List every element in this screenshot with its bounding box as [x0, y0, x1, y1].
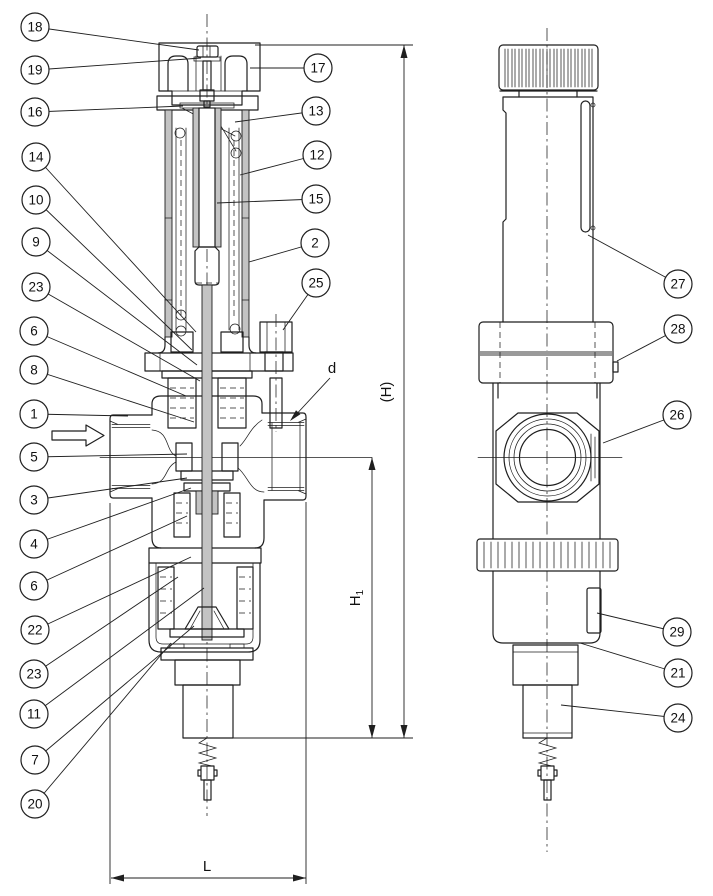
- svg-text:5: 5: [30, 450, 38, 465]
- svg-text:17: 17: [310, 61, 325, 76]
- callout-8: 8: [19, 355, 49, 385]
- callout-6-lower: 6: [19, 571, 49, 601]
- callout-26: 26: [662, 400, 692, 430]
- callout-11: 11: [19, 699, 49, 729]
- callout-14: 14: [21, 142, 51, 172]
- callout-2: 2: [300, 228, 330, 258]
- lower-chamber: [148, 562, 261, 653]
- callout-29: 29: [662, 617, 692, 647]
- callout-4: 4: [19, 529, 49, 559]
- callout-6-upper: 6: [19, 316, 49, 346]
- callout-15: 15: [301, 184, 331, 214]
- sectional-view: [109, 42, 307, 801]
- svg-text:6: 6: [30, 579, 38, 594]
- overall-height-label: (H): [378, 382, 395, 403]
- center-height-label: H1: [347, 589, 366, 606]
- svg-text:23: 23: [26, 667, 41, 682]
- svg-text:18: 18: [27, 20, 42, 35]
- mid-flange: [478, 321, 619, 399]
- flow-direction-arrow: [51, 424, 105, 447]
- valve-stem: [201, 284, 213, 641]
- svg-text:21: 21: [670, 666, 685, 681]
- svg-text:29: 29: [669, 625, 684, 640]
- callout-12: 12: [302, 140, 332, 170]
- svg-text:13: 13: [308, 104, 323, 119]
- svg-text:4: 4: [30, 537, 38, 552]
- callout-16: 16: [20, 97, 50, 127]
- callout-23-upper: 23: [21, 272, 51, 302]
- face-to-face-label: L: [203, 858, 211, 875]
- svg-text:11: 11: [27, 707, 41, 722]
- callout-25: 25: [301, 268, 331, 298]
- knurled-cap: [498, 44, 599, 98]
- callout-20: 20: [20, 789, 50, 819]
- svg-text:8: 8: [30, 363, 38, 378]
- center-lines: [99, 14, 623, 852]
- dimension-overall-height: (H): [378, 45, 408, 738]
- upper-glands: [167, 377, 247, 429]
- port-body: [492, 382, 601, 644]
- pressure-springs: [174, 107, 242, 337]
- callout-22: 22: [20, 615, 50, 645]
- callout-17: 17: [303, 53, 333, 83]
- knurled-ring: [476, 538, 619, 572]
- svg-text:7: 7: [31, 753, 39, 768]
- upper-barrel: [502, 96, 596, 323]
- dimension-center-height: H1: [347, 457, 376, 738]
- svg-text:10: 10: [28, 193, 43, 208]
- svg-text:16: 16: [27, 105, 42, 120]
- callout-24: 24: [663, 703, 693, 733]
- bonnet-flange: [144, 352, 294, 379]
- svg-text:3: 3: [30, 493, 38, 508]
- callout-5: 5: [19, 442, 49, 472]
- callout-23-lower: 23: [19, 659, 49, 689]
- callout-21: 21: [663, 658, 693, 688]
- callout-27: 27: [663, 269, 693, 299]
- svg-text:1: 1: [30, 407, 38, 422]
- callout-3: 3: [19, 485, 49, 515]
- svg-text:20: 20: [27, 797, 42, 812]
- callout-9: 9: [21, 227, 51, 257]
- dimension-outlet-size: d: [290, 360, 336, 421]
- svg-text:27: 27: [670, 277, 685, 292]
- callout-18: 18: [20, 12, 50, 42]
- svg-text:12: 12: [309, 148, 324, 163]
- svg-text:19: 19: [27, 63, 42, 78]
- svg-text:9: 9: [32, 235, 40, 250]
- svg-text:14: 14: [28, 150, 44, 165]
- dimensions: (H) H1 L d: [109, 44, 413, 884]
- lower-housing: [512, 587, 602, 801]
- svg-text:28: 28: [670, 322, 685, 337]
- spring-seats: [170, 331, 244, 353]
- callout-7: 7: [20, 745, 50, 775]
- svg-text:25: 25: [308, 276, 323, 291]
- callout-28: 28: [663, 314, 693, 344]
- external-side-view: [476, 44, 619, 801]
- svg-text:2: 2: [311, 236, 319, 251]
- svg-text:6: 6: [30, 324, 38, 339]
- callout-1: 1: [19, 399, 49, 429]
- svg-text:26: 26: [669, 408, 684, 423]
- dimension-face-to-face: L: [111, 858, 306, 882]
- callout-10: 10: [21, 185, 51, 215]
- svg-text:23: 23: [28, 280, 43, 295]
- svg-text:22: 22: [27, 623, 42, 638]
- callout-19: 19: [20, 55, 50, 85]
- outlet-size-label: d: [328, 360, 336, 377]
- svg-text:24: 24: [670, 711, 686, 726]
- callout-balloons: 18 19 16 14 10 9 23 6 8 1 5 3 4 6 22 23 …: [19, 12, 693, 819]
- side-fitting: [259, 314, 293, 432]
- callout-13: 13: [301, 96, 331, 126]
- svg-text:15: 15: [308, 192, 323, 207]
- spring-guide: [192, 107, 222, 286]
